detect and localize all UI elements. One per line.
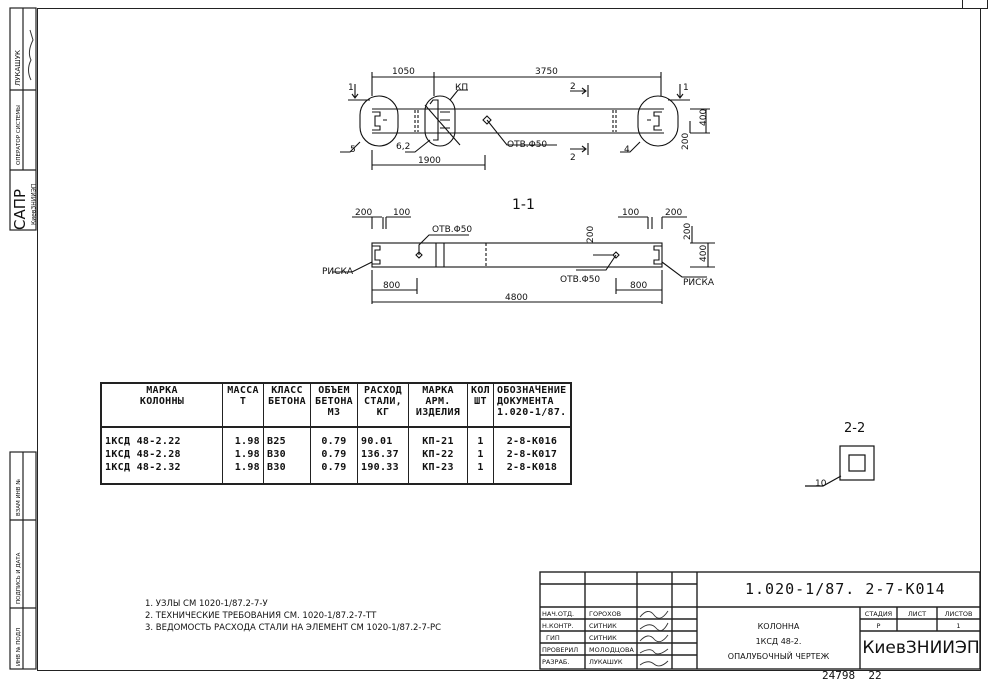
stage-value: Р [876,622,881,630]
dim-800-left: 800 [383,281,400,291]
operator-signature [28,29,34,81]
table-header-row: МАРКА КОЛОННЫ МАССА Т КЛАСС БЕТОНА ОБЪЕМ… [100,383,572,428]
dim-200-right-vertical: 200 [683,223,693,240]
name-4: МОЛОДЦОВА [589,646,634,654]
dim-400-right-vertical: 400 [699,245,709,262]
header-reinf-mark: МАРКА АРМ. ИЗДЕЛИЯ [408,383,468,428]
cell-reinf: КП-21 [408,427,468,448]
label-riska-right: РИСКА [683,278,715,288]
header-mass: МАССА Т [222,383,264,428]
note-3: 3. ВЕДОМОСТЬ РАСХОДА СТАЛИ НА ЭЛЕМЕНТ СМ… [145,623,442,633]
label-riska-left: РИСКА [322,267,354,277]
name-2: СИТНИК [589,622,617,630]
dim-200-right: 200 [665,208,682,218]
header-column-mark: МАРКА КОЛОННЫ [100,383,223,428]
table-row: 1КСД 48-2.32 1.98 В30 0.79 190.33 КП-23 … [100,461,572,484]
dim-3750: 3750 [535,67,558,77]
org-small-label: КиевЗНИИЭП [31,184,38,225]
header-document: ОБОЗНАЧЕНИЕ ДОКУМЕНТА 1.020-1/87. [492,383,572,428]
cell-document: 2-8-К018 [492,461,572,484]
label-hole-right: ОТВ.Φ50 [560,275,600,285]
table-row: 1КСД 48-2.28 1.98 В30 0.79 136.37 КП-22 … [100,448,572,461]
name-1: ГОРОХОВ [589,610,622,618]
dim-1900: 1900 [418,156,441,166]
section-1-1-title: 1-1 [512,197,535,213]
cell-reinf: КП-23 [408,461,468,484]
cell-qty: 1 [467,448,494,461]
note-1: 1. УЗЛЫ СМ 1020-1/87.2-7-У [145,599,268,609]
role-5: РАЗРАБ. [542,658,570,666]
node-callout-4 [637,95,679,147]
node-callout-5 [359,95,399,147]
cell-qty: 1 [467,461,494,484]
sapr-label: САПР [11,189,29,230]
drawing-name-3: ОПАЛУБОЧНЫЙ ЧЕРТЕЖ [727,652,830,661]
organization-name: КиевЗНИИЭП [862,638,980,658]
cut-2-bottom: 2 [570,153,576,163]
cut-1-left: 1 [348,83,354,93]
dim-200-left: 200 [355,208,372,218]
label-pos-4: 4 [624,145,630,155]
operator-name: ЛУКАШУК [14,50,22,86]
name-3: СИТНИК [589,634,617,642]
label-hole-left: ОТВ.Φ50 [432,225,472,235]
sheets-label: ЛИСТОВ [944,610,973,618]
stamp-number: 24798 22 [822,669,882,682]
sheets-value: 1 [956,622,961,630]
role-3: ГИП [546,634,560,642]
inv-podl-label: ИНВ № ПОДЛ [16,628,22,666]
section-2-2-title: 2-2 [844,421,865,436]
dim-400: 400 [699,109,709,126]
cell-reinf: КП-22 [408,448,468,461]
vzam-inv-label: ВЗАМ ИНВ № [16,479,22,516]
role-2: Н.КОНТР. [542,622,574,630]
role-1: НАЧ.ОТД. [542,610,575,618]
drawing-name-1: КОЛОННА [757,622,800,631]
dim-4800: 4800 [505,293,528,303]
label-kp: КП [455,83,468,93]
cell-qty: 1 [467,427,494,448]
operator-label: ОПЕРАТОР СИСТЕМЫ [16,105,22,165]
dim-100-right: 100 [622,208,639,218]
table-row: 1КСД 48-2.22 1.98 В25 0.79 90.01 КП-21 1… [100,427,572,448]
spec-table: МАРКА КОЛОННЫ МАССА Т КЛАСС БЕТОНА ОБЪЕМ… [100,382,572,485]
cell-document: 2-8-К017 [492,448,572,461]
label-hole: ОТВ.Φ50 [507,140,547,150]
drawing-frame [37,8,981,671]
sheet-label: ЛИСТ [907,610,927,618]
header-steel-use: РАСХОД СТАЛИ, КГ [357,383,409,428]
signature-date-label: ПОДПИСЬ И ДАТА [16,552,22,604]
dim-200: 200 [681,133,691,150]
dim-800-right: 800 [630,281,647,291]
node-callout-kp [424,95,456,147]
header-concrete-class: КЛАСС БЕТОНА [263,383,311,428]
document-code: 1.020-1/87. 2-7-К014 [745,580,946,598]
cell-document: 2-8-К016 [492,427,572,448]
label-pos-10: 10 [815,479,827,489]
drawing-name-2: 1КСД 48-2. [755,637,802,646]
notes: 1. УЗЛЫ СМ 1020-1/87.2-7-У 2. ТЕХНИЧЕСКИ… [145,598,441,634]
role-4: ПРОВЕРИЛ [542,646,579,654]
cut-1-right: 1 [683,83,689,93]
signatures [639,610,669,667]
stage-label: СТАДИЯ [864,610,893,618]
dim-200-vertical: 200 [586,226,596,243]
dim-100-left: 100 [393,208,410,218]
label-pos-6-2: 6,2 [396,142,410,152]
cut-2-top: 2 [570,82,576,92]
note-2: 2. ТЕХНИЧЕСКИЕ ТРЕБОВАНИЯ СМ. 1020-1/87.… [145,611,377,621]
header-concrete-volume: ОБЪЕМ БЕТОНА М3 [310,383,358,428]
label-pos-5: 5 [350,145,356,155]
name-5: ЛУКАШУК [589,658,623,666]
dim-1050: 1050 [392,67,415,77]
header-qty: КОЛ ШТ [467,383,494,428]
